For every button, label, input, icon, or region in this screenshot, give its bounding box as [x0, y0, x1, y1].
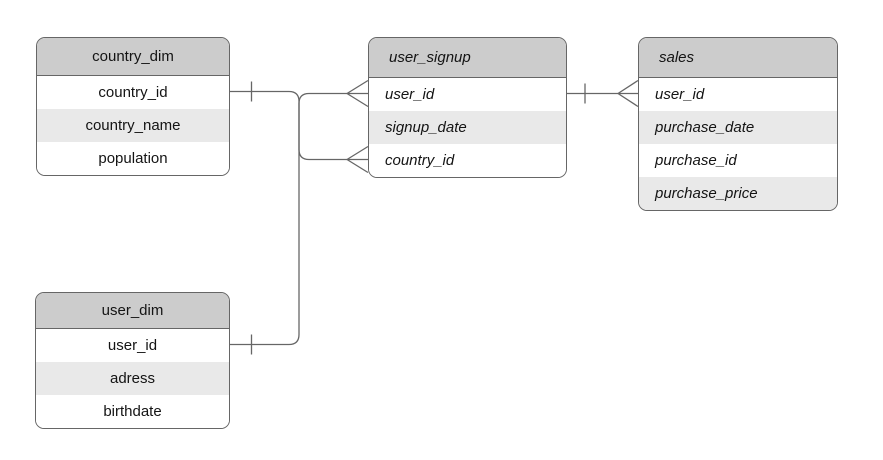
- entity-table-user-dim[interactable]: user_dim user_id adress birthdate: [35, 292, 230, 429]
- table-column-row[interactable]: purchase_price: [639, 177, 837, 210]
- table-title[interactable]: sales: [639, 38, 837, 78]
- crows-foot-icon: [346, 79, 369, 108]
- table-column-row[interactable]: adress: [36, 362, 229, 395]
- relationship-user-signup-to-sales[interactable]: [567, 79, 639, 108]
- table-title[interactable]: user_signup: [369, 38, 566, 78]
- entity-table-sales[interactable]: sales user_id purchase_date purchase_id …: [638, 37, 838, 211]
- crows-foot-icon: [617, 79, 639, 108]
- table-column-row[interactable]: user_id: [639, 78, 837, 111]
- table-column-row[interactable]: signup_date: [369, 111, 566, 144]
- table-title[interactable]: user_dim: [36, 293, 229, 329]
- table-column-row[interactable]: population: [37, 142, 229, 175]
- table-column-row[interactable]: user_id: [36, 329, 229, 362]
- table-column-row[interactable]: country_id: [369, 144, 566, 177]
- crows-foot-icon: [346, 145, 369, 174]
- table-title[interactable]: country_dim: [37, 38, 229, 76]
- entity-table-country-dim[interactable]: country_dim country_id country_name popu…: [36, 37, 230, 176]
- table-column-row[interactable]: user_id: [369, 78, 566, 111]
- table-column-row[interactable]: country_name: [37, 109, 229, 142]
- relationship-line[interactable]: [230, 92, 347, 346]
- relationship-user-dim-to-user-signup[interactable]: [230, 79, 369, 355]
- table-column-row[interactable]: country_id: [37, 76, 229, 109]
- table-column-row[interactable]: purchase_date: [639, 111, 837, 144]
- relationship-line[interactable]: [230, 90, 347, 161]
- table-column-row[interactable]: birthdate: [36, 395, 229, 428]
- entity-table-user-signup[interactable]: user_signup user_id signup_date country_…: [368, 37, 567, 178]
- table-column-row[interactable]: purchase_id: [639, 144, 837, 177]
